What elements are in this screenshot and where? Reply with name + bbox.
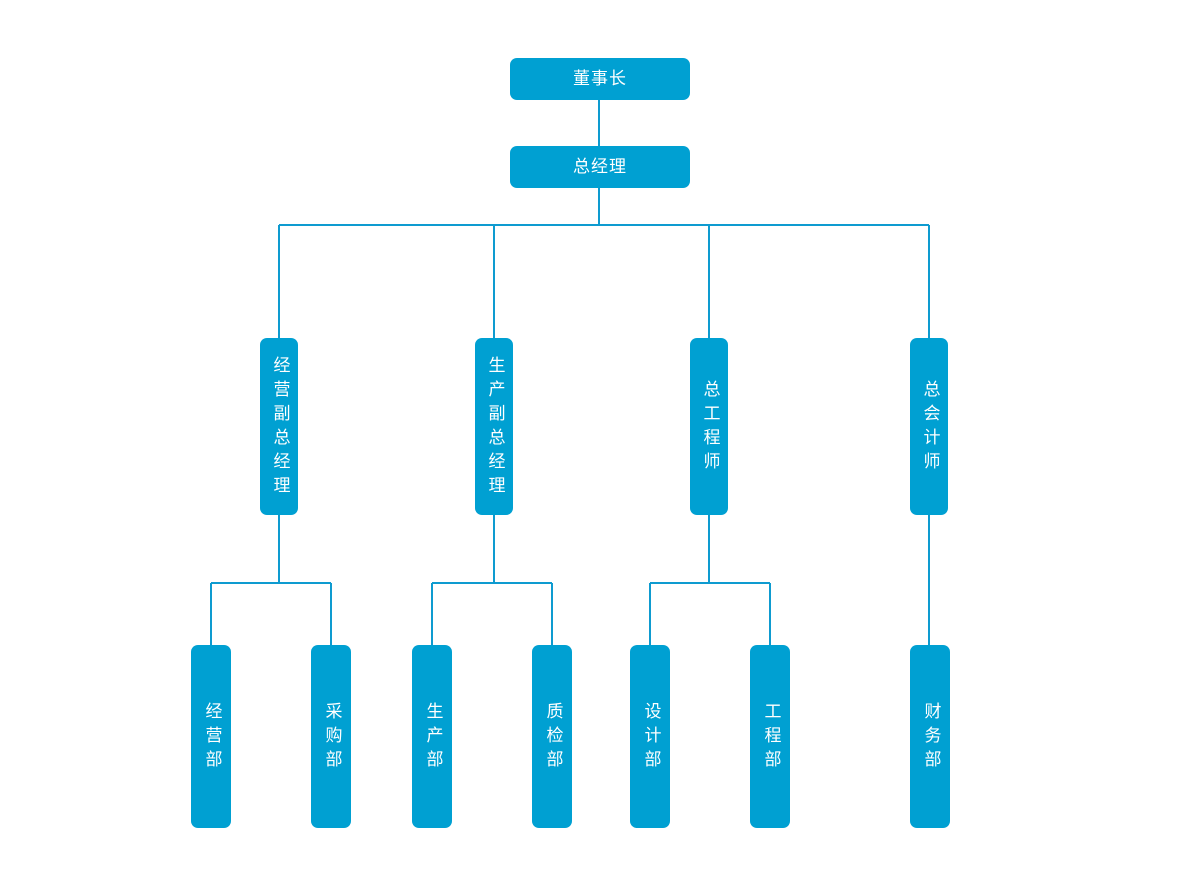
node-general-manager-label: 总经理 (573, 156, 627, 177)
node-dept-finance-label: 财务部 (920, 701, 941, 774)
node-general-manager[interactable]: 总经理 (510, 146, 690, 188)
node-dept-quality[interactable]: 质检部 (532, 645, 572, 828)
node-dept-design[interactable]: 设计部 (630, 645, 670, 828)
node-chairman-label: 董事长 (573, 68, 627, 89)
node-deputy-gm-business[interactable]: 经营副总经理 (260, 338, 298, 515)
node-chief-engineer[interactable]: 总工程师 (690, 338, 728, 515)
node-dept-business[interactable]: 经营部 (191, 645, 231, 828)
node-deputy-gm-business-label: 经营副总经理 (269, 355, 290, 500)
node-chief-accountant-label: 总会计师 (919, 379, 940, 476)
node-deputy-gm-production[interactable]: 生产副总经理 (475, 338, 513, 515)
node-chief-accountant[interactable]: 总会计师 (910, 338, 948, 515)
node-chief-engineer-label: 总工程师 (699, 379, 720, 476)
node-dept-finance[interactable]: 财务部 (910, 645, 950, 828)
node-chairman[interactable]: 董事长 (510, 58, 690, 100)
node-dept-purchasing-label: 采购部 (321, 701, 342, 774)
node-dept-business-label: 经营部 (201, 701, 222, 774)
node-dept-production-label: 生产部 (422, 701, 443, 774)
node-dept-engineering-label: 工程部 (760, 701, 781, 774)
node-dept-quality-label: 质检部 (542, 701, 563, 774)
node-dept-engineering[interactable]: 工程部 (750, 645, 790, 828)
node-dept-purchasing[interactable]: 采购部 (311, 645, 351, 828)
node-dept-design-label: 设计部 (640, 701, 661, 774)
node-deputy-gm-production-label: 生产副总经理 (484, 355, 505, 500)
node-dept-production[interactable]: 生产部 (412, 645, 452, 828)
